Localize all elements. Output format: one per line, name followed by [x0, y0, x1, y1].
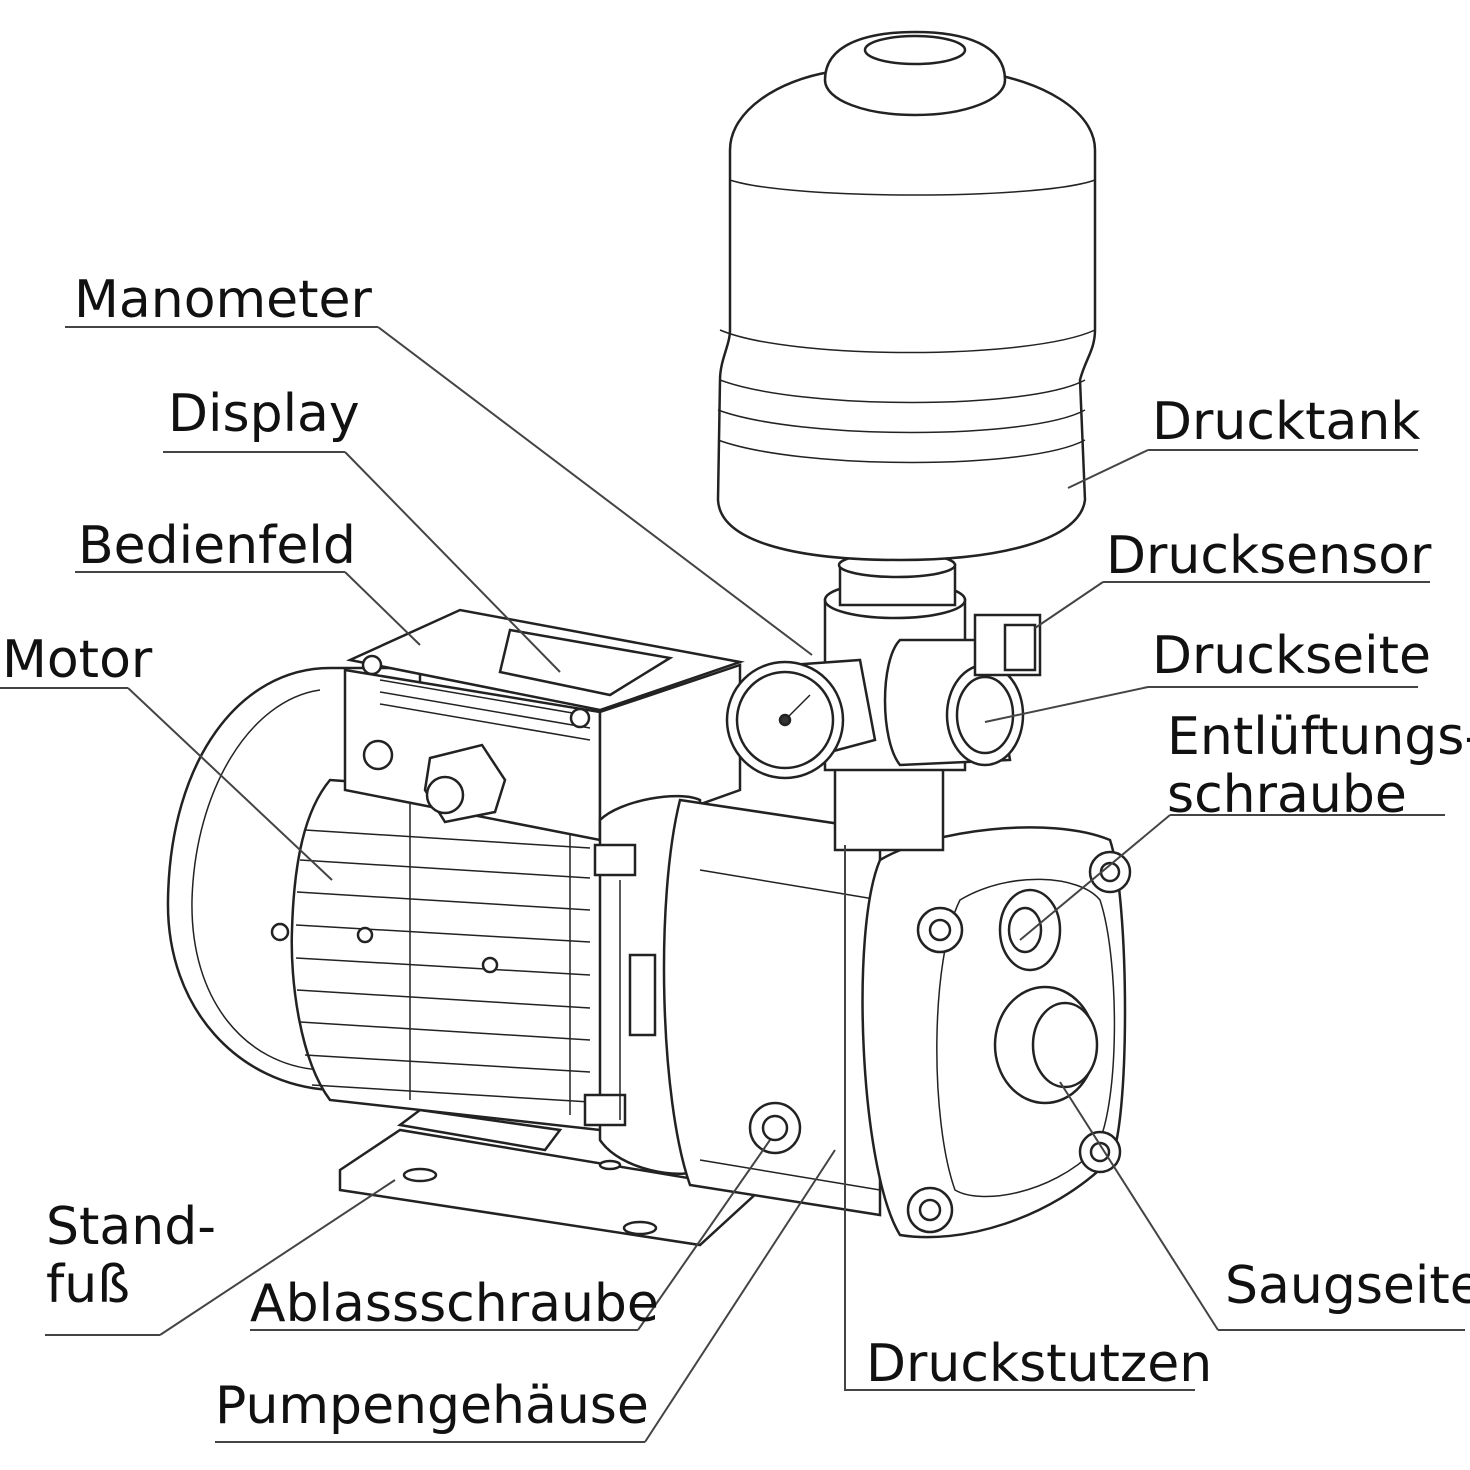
label-ablassschraube: Ablassschraube — [250, 1274, 659, 1334]
pressure-tank-drawing — [716, 30, 1097, 562]
motor-body-drawing — [270, 778, 642, 1132]
pump-head-drawing — [861, 826, 1132, 1239]
label-drucktank: Drucktank — [1152, 392, 1421, 452]
control-box-drawing — [343, 608, 745, 842]
drucksensor-leader — [1034, 581, 1104, 629]
entlueftung-leader — [1019, 814, 1171, 941]
label-standfuss-line1: Stand- — [46, 1197, 216, 1257]
label-standfuss: Stand- fuß — [46, 1198, 216, 1314]
drucktank-leader — [1067, 449, 1149, 489]
foot-plate-drawing — [338, 1108, 763, 1247]
label-standfuss-line2: fuß — [46, 1255, 131, 1315]
label-display: Display — [168, 384, 360, 444]
ablassschraube-leader — [637, 1139, 771, 1331]
label-pumpengehaeuse: Pumpengehäuse — [215, 1376, 649, 1436]
label-drucksensor: Drucksensor — [1106, 526, 1432, 586]
label-druckseite: Druckseite — [1152, 626, 1431, 686]
standfuss-leader — [159, 1179, 396, 1336]
label-bedienfeld: Bedienfeld — [78, 516, 356, 576]
label-manometer: Manometer — [74, 270, 372, 330]
pumpengehaeuse-leader — [644, 1149, 836, 1443]
label-saugseite: Saugseite — [1225, 1256, 1470, 1316]
druckseite-leader — [984, 686, 1149, 723]
pressure-outlet-drawing — [883, 613, 1042, 767]
manometer-drawing — [725, 658, 877, 780]
label-entlueftung-line2: schraube — [1167, 765, 1407, 825]
manometer-leader — [377, 326, 813, 656]
label-entlueftungsschraube: Entlüftungs- schraube — [1167, 708, 1470, 824]
saugseite-leader — [1059, 1081, 1219, 1331]
label-druckstutzen: Druckstutzen — [866, 1334, 1213, 1394]
druckstutzen-leader — [844, 845, 1195, 1391]
motor-leader — [127, 687, 333, 881]
pump-housing-drawing — [662, 798, 882, 1217]
bedienfeld-leader — [344, 571, 421, 646]
display-leader — [344, 451, 561, 673]
label-motor: Motor — [2, 630, 153, 690]
label-entlueftung-line1: Entlüftungs- — [1167, 707, 1470, 767]
